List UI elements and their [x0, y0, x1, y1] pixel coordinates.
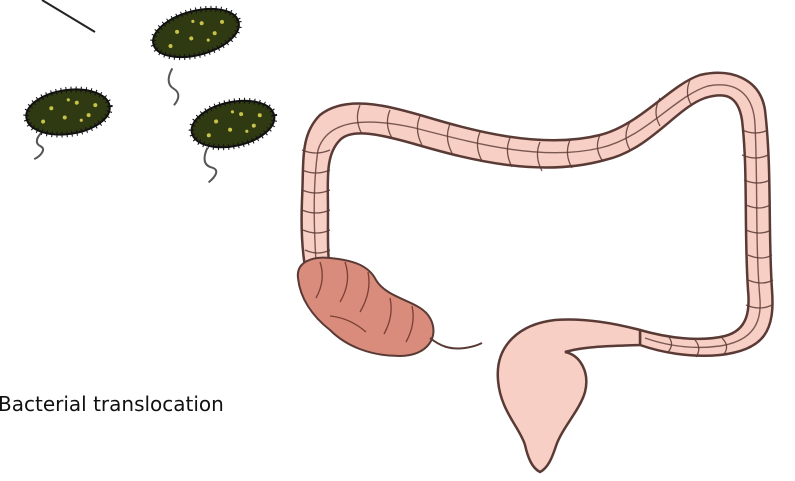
- caption-label: Bacterial translocation: [0, 392, 224, 416]
- large-intestine-icon: [298, 73, 773, 472]
- bacterium-icon: [23, 84, 115, 159]
- bacterium-icon: [148, 0, 255, 106]
- bacterium-icon: [187, 94, 285, 184]
- pointer-line: [42, 0, 95, 32]
